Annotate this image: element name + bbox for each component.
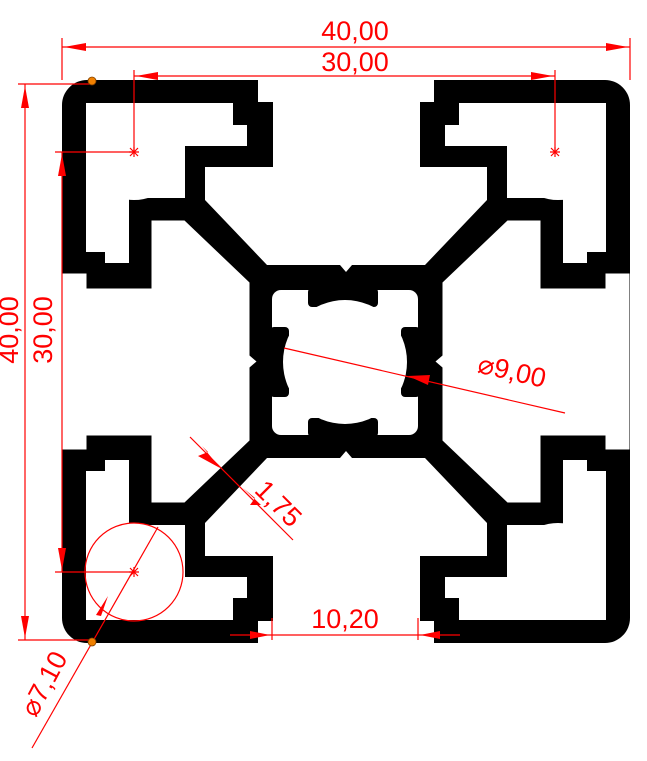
dimension-label: 30,00 (28, 296, 58, 364)
dimension-slot-width: 10,20 (230, 604, 460, 640)
dimension-label: 40,00 (321, 16, 389, 46)
dimension-slot-pitch-horizontal: 30,00 (133, 47, 556, 152)
dimension-label: ⌀7,10 (15, 646, 74, 721)
aluminium-profile (62, 78, 630, 645)
snap-point-marker (87, 637, 97, 647)
snap-point-marker (87, 76, 97, 86)
dimension-overall-width: 40,00 (61, 16, 631, 80)
dimension-overall-height: 40,00 (0, 83, 92, 641)
dimension-label: 40,00 (0, 296, 24, 364)
dimension-slot-pitch-vertical: 30,00 (28, 151, 134, 573)
dimension-label: 10,20 (311, 604, 379, 634)
center-marks (129, 147, 560, 577)
dimension-label: 30,00 (321, 47, 389, 77)
